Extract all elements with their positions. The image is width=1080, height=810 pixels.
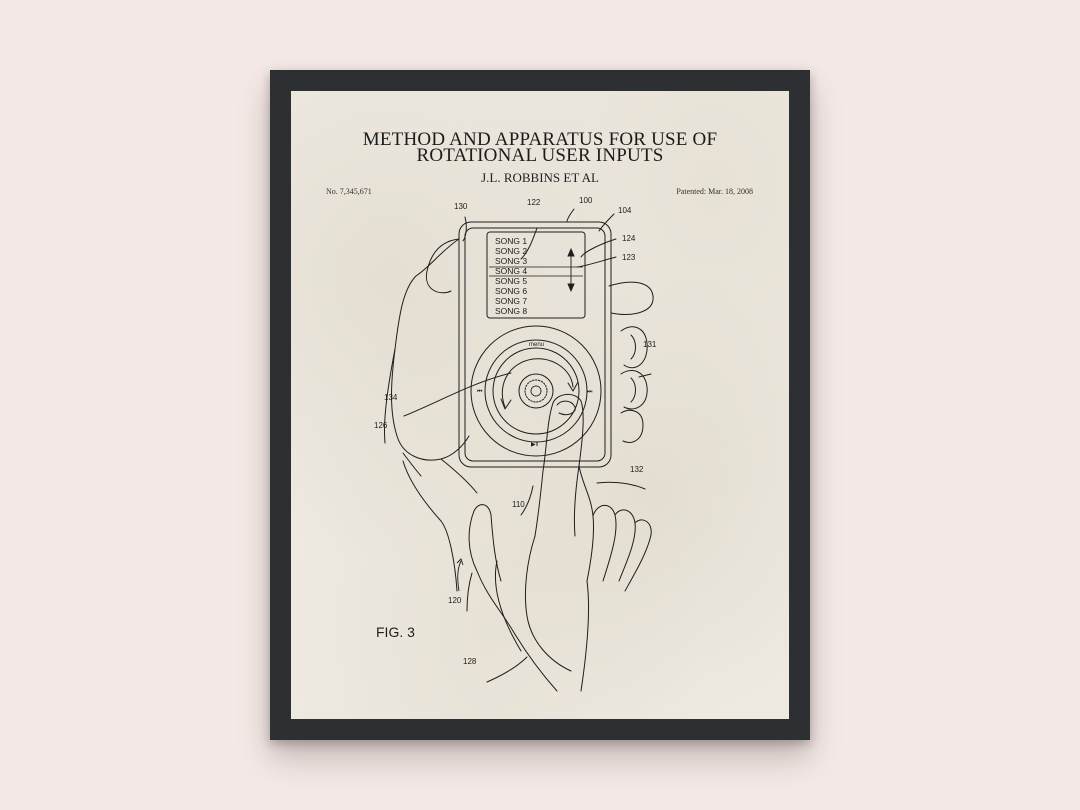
song-item: SONG 6 [495, 286, 527, 296]
ref-128: 128 [463, 657, 477, 666]
device-body [458, 221, 612, 468]
patent-title: METHOD AND APPARATUS FOR USE OF ROTATION… [291, 129, 789, 166]
menu-label: menu [529, 342, 544, 348]
title-line-1: METHOD AND APPARATUS FOR USE OF [362, 129, 718, 150]
figure-label: FIG. 3 [376, 624, 415, 640]
song-item: SONG 1 [495, 236, 527, 246]
ref-122: 122 [527, 198, 541, 207]
center-button [518, 373, 554, 409]
click-wheel-outer [470, 325, 602, 457]
song-item: SONG 5 [495, 276, 527, 286]
ref-124: 124 [622, 234, 636, 243]
ref-123: 123 [622, 253, 636, 262]
reference-numerals: 122 100 104 130 124 123 131 134 126 132 … [374, 196, 657, 666]
song-item: SONG 7 [495, 296, 527, 306]
ref-100: 100 [579, 196, 593, 205]
song-item: SONG 2 [495, 246, 527, 256]
ref-104: 104 [618, 206, 632, 215]
next-icon: ⏭ [587, 389, 593, 395]
left-thumb [425, 238, 460, 294]
ref-130: 130 [454, 202, 468, 211]
song-item: SONG 8 [495, 306, 527, 316]
ref-126: 126 [374, 421, 388, 430]
poster-frame: METHOD AND APPARATUS FOR USE OF ROTATION… [270, 70, 810, 740]
patent-authors: J.L. ROBBINS ET AL [481, 170, 599, 185]
ref-132: 132 [630, 465, 644, 474]
ref-134: 134 [384, 393, 398, 402]
finger-knuckle-2 [620, 370, 648, 410]
left-hand-outline [391, 238, 470, 461]
ref-110: 110 [512, 500, 525, 509]
song-list: SONG 1 SONG 2 SONG 3 SONG 4 SONG 5 SONG … [495, 236, 527, 316]
prev-icon: ⏮ [477, 389, 483, 395]
song-item: SONG 3 [495, 256, 527, 266]
patent-number: No. 7,345,671 [326, 187, 372, 196]
song-item: SONG 4 [495, 266, 527, 276]
patent-drawing: SONG 1 SONG 2 SONG 3 SONG 4 SONG 5 SONG … [374, 196, 657, 692]
patent-paper: METHOD AND APPARATUS FOR USE OF ROTATION… [291, 91, 789, 719]
lower-hand [468, 510, 558, 692]
patent-date: Patented: Mar. 18, 2008 [676, 187, 753, 196]
finger-knuckle-3 [620, 409, 644, 443]
play-pause-label: ▶‖ [531, 442, 538, 448]
ref-131: 131 [643, 340, 657, 349]
ref-120: 120 [448, 596, 462, 605]
finger-top [608, 281, 654, 315]
pointing-finger [552, 394, 584, 537]
title-line-2: ROTATIONAL USER INPUTS [416, 145, 664, 166]
finger-knuckle-1 [620, 326, 648, 369]
